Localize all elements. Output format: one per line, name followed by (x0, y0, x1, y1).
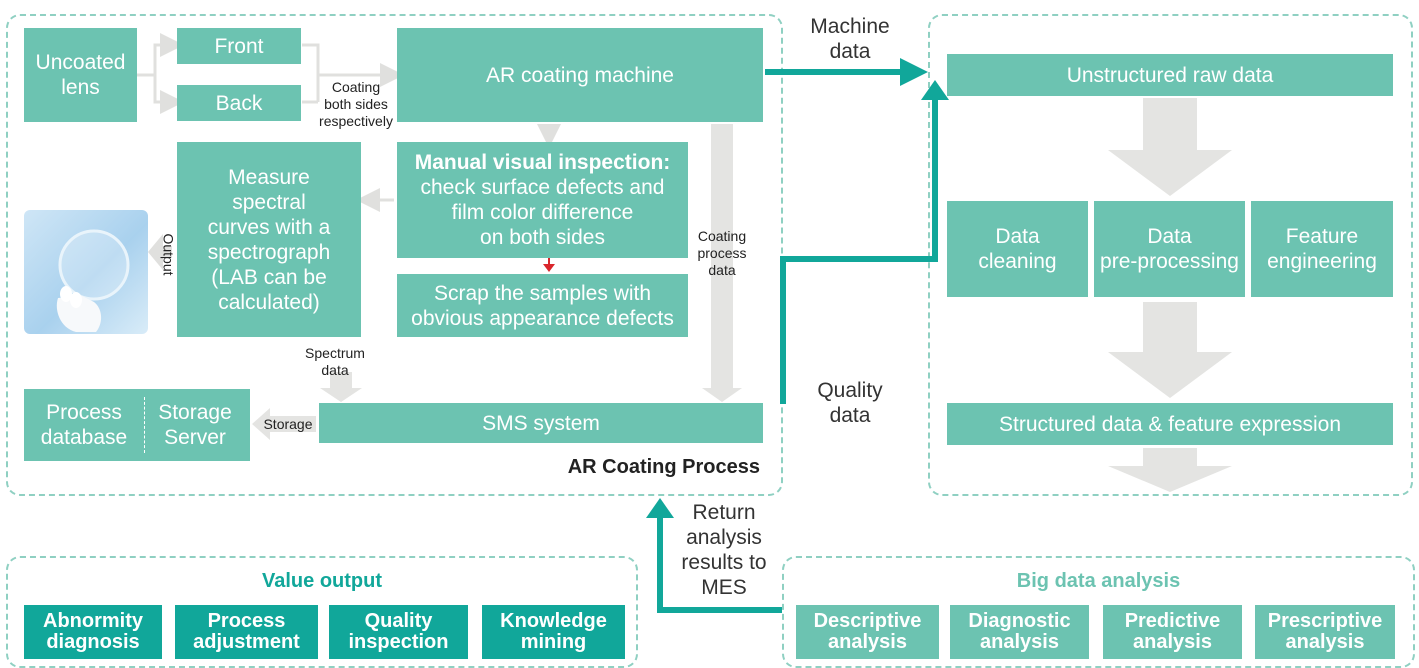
value-output-title: Value output (262, 570, 382, 592)
sms-system-box: SMS system (319, 403, 763, 443)
storage-server-label: Storage Server (158, 401, 232, 449)
front-box: Front (177, 28, 301, 64)
data-preprocessing-box: Data pre-processing (1094, 201, 1245, 297)
structured-data-box: Structured data & feature expression (947, 403, 1393, 445)
manual-inspection-box: Manual visual inspection: check surface … (397, 142, 688, 258)
quality-data-label: Quality data (817, 379, 883, 427)
lens-photo (24, 210, 148, 334)
data-cleaning-box: Data cleaning (947, 201, 1088, 297)
uncoated-lens-box: Uncoated lens (24, 28, 137, 122)
ar-coating-machine-box: AR coating machine (397, 28, 763, 122)
output-label: Output (160, 233, 177, 276)
process-adjustment-box: Process adjustment (175, 605, 318, 659)
process-database-label: Process database (40, 401, 128, 449)
descriptive-analysis-box: Descriptive analysis (796, 605, 939, 659)
coating-process-data-label: Coating process data (697, 228, 747, 278)
scrap-samples-box: Scrap the samples with obvious appearanc… (397, 274, 688, 337)
measure-spectral-box: Measure spectral curves with a spectrogr… (177, 142, 361, 337)
unstructured-raw-data-box: Unstructured raw data (947, 54, 1393, 96)
abnormity-diagnosis-box: Abnormity diagnosis (24, 605, 162, 659)
ar-coating-panel-title: AR Coating Process (567, 456, 760, 478)
manual-inspection-text: check surface defects and film color dif… (420, 176, 665, 249)
manual-inspection-title: Manual visual inspection: (414, 151, 671, 174)
storage-divider (144, 397, 145, 453)
spectrum-data-label: Spectrum data (305, 345, 365, 378)
prescriptive-analysis-box: Prescriptive analysis (1255, 605, 1395, 659)
feature-engineering-box: Feature engineering (1251, 201, 1393, 297)
storage-label: Storage (263, 416, 313, 432)
lens-glove-illustration (56, 229, 130, 332)
diagnostic-analysis-box: Diagnostic analysis (950, 605, 1089, 659)
quality-inspection-box: Quality inspection (329, 605, 468, 659)
predictive-analysis-box: Predictive analysis (1103, 605, 1242, 659)
back-box: Back (177, 85, 301, 121)
machine-data-label: Machine data (810, 15, 890, 63)
big-data-analysis-title: Big data analysis (1016, 570, 1181, 592)
knowledge-mining-box: Knowledge mining (482, 605, 625, 659)
return-results-label: Return analysis results to MES (681, 501, 767, 599)
process-storage-box: Process database Storage Server (24, 389, 250, 461)
coating-both-sides-label: Coating both sides respectively (319, 79, 393, 129)
data-pipeline-panel (928, 14, 1413, 496)
ar-coating-panel (6, 14, 783, 496)
